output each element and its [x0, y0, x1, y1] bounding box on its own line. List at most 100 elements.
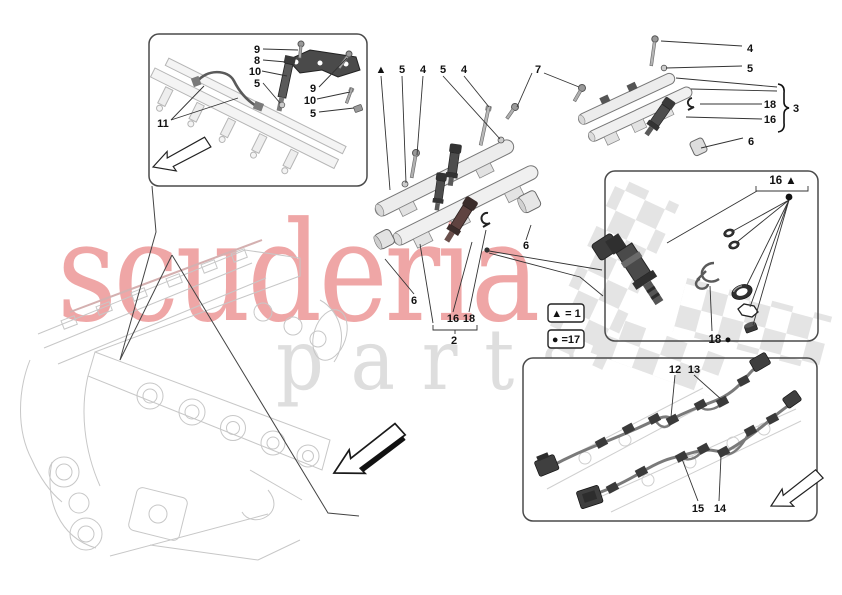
callout-5b-main: 5 — [440, 64, 446, 76]
callout-10: 10 — [249, 66, 261, 78]
harness-detail-box — [522, 357, 818, 522]
callout-16-rr: 16 — [764, 114, 776, 126]
bolt-part-7a — [505, 103, 519, 120]
harness-lower-connectors — [605, 412, 780, 494]
seal-ring — [731, 284, 753, 300]
right-rail-callouts: 4 5 18 3 16 6 — [747, 43, 799, 148]
injector-main-part-16 — [444, 196, 478, 243]
cube-part-6c — [689, 137, 708, 157]
callout-5: 5 — [254, 78, 260, 90]
callout-18: 18 — [463, 313, 475, 325]
top-left-box-content: 9 8 10 5 9 10 5 11 — [149, 40, 364, 175]
oring-small-1 — [723, 228, 735, 238]
stud-part-4b — [478, 105, 492, 146]
callout-7: 7 — [535, 64, 541, 76]
callout-8: 8 — [254, 55, 260, 67]
legend-box-triangle — [547, 303, 585, 323]
retainer-screw — [484, 247, 490, 253]
harness-lower-end-connector-right — [782, 390, 802, 409]
legend: ▲ = 1 ● =17 — [547, 303, 585, 349]
main-leader-lines — [380, 72, 604, 334]
direction-arrow-top-left — [151, 136, 212, 172]
detail-leaders — [666, 186, 809, 332]
hex-gasket — [737, 303, 759, 318]
bolt-part-4a — [409, 149, 420, 179]
harness-leaders — [670, 374, 723, 502]
nut-part-5b — [353, 104, 364, 113]
direction-arrow-central — [332, 422, 407, 475]
oring-small-2 — [728, 240, 740, 250]
dot-marker-icon — [785, 193, 793, 201]
right-rail-assembly: 4 5 18 3 16 6 — [572, 35, 799, 157]
callout-11: 11 — [157, 118, 169, 130]
callout-4b-main: 4 — [461, 64, 468, 76]
damper-part-6-left — [373, 229, 395, 250]
detail-callout-18: 18 ● — [709, 334, 732, 346]
main-callouts: ▲ 5 4 5 4 7 6 6 16 18 2 — [376, 64, 542, 347]
callout-6-rr: 6 — [748, 136, 754, 148]
callout-5-rr: 5 — [747, 63, 753, 75]
washer-part-5a — [278, 101, 286, 109]
harness-callouts: 12 13 15 14 — [669, 364, 727, 515]
clip-part-18 — [480, 211, 491, 228]
callout-2: 2 — [451, 335, 457, 347]
bolt-part-9a — [297, 40, 305, 59]
main-rail-assembly: ▲ 5 4 5 4 7 6 6 16 18 2 — [373, 64, 604, 347]
bracket-part-8 — [287, 49, 361, 78]
legend-triangle-label: ▲ = 1 — [551, 308, 581, 320]
harness-upper-connectors — [594, 374, 751, 449]
callout-3-rr: 3 — [793, 103, 799, 115]
washer-part-5c — [401, 180, 409, 188]
callout-15: 15 — [692, 503, 704, 515]
callout-13: 13 — [688, 364, 700, 376]
bracket-16 — [755, 186, 809, 192]
callout-6-left: 6 — [411, 295, 417, 307]
detail-box-borders — [148, 33, 819, 522]
callout-18-rr: 18 — [764, 99, 776, 111]
detail-injector — [591, 233, 664, 306]
injector-part-16b — [644, 96, 676, 137]
stud-part-10b — [344, 87, 355, 104]
group-bracket-2 — [432, 325, 478, 334]
legend-dot-label: ● =17 — [552, 334, 580, 346]
callout-triangle: ▲ — [376, 64, 387, 76]
top-left-leader-lines — [170, 48, 355, 121]
damper-part-6-right — [517, 190, 542, 214]
clip-part-18b — [686, 97, 695, 111]
top-left-detail-box — [148, 33, 368, 187]
callout-10b: 10 — [304, 95, 316, 107]
injector-upper-1 — [445, 143, 462, 187]
right-rail-leaders — [660, 40, 778, 149]
injector-detail-content: 16 ▲ 18 ● — [591, 175, 809, 346]
engine-illustration — [20, 239, 348, 561]
harness-lower-end-connector-left — [576, 485, 604, 509]
harness-box-content: 12 13 15 14 — [534, 352, 825, 515]
small-nut — [744, 321, 758, 334]
callout-9: 9 — [254, 44, 260, 56]
callout-4-rr: 4 — [747, 43, 754, 55]
fuel-pipe-part-11 — [190, 70, 265, 112]
legend-box-dot — [547, 329, 585, 349]
callout-9b: 9 — [310, 83, 316, 95]
coil-row — [60, 248, 248, 330]
harness-upper-end-connector-left — [534, 452, 560, 477]
bolt-part-7b — [572, 84, 586, 103]
callout-4-main: 4 — [420, 64, 427, 76]
top-left-callouts: 9 8 10 5 9 10 5 11 — [157, 44, 316, 130]
callout-6-right: 6 — [523, 240, 529, 252]
location-leader-lines — [119, 185, 360, 517]
rail-tube-a — [577, 72, 676, 125]
washer-part-5e — [660, 64, 668, 72]
callout-14: 14 — [714, 503, 727, 515]
callout-12: 12 — [669, 364, 681, 376]
bolt-part-4c — [649, 35, 659, 67]
group-brace-3 — [777, 83, 790, 133]
callout-16: 16 — [447, 313, 459, 325]
injector-upper-2 — [432, 172, 448, 211]
harness-upper-end-connector-right — [749, 352, 771, 372]
detail-clip — [694, 261, 720, 290]
callout-5b: 5 — [310, 108, 316, 120]
direction-arrow-harness — [769, 468, 825, 507]
